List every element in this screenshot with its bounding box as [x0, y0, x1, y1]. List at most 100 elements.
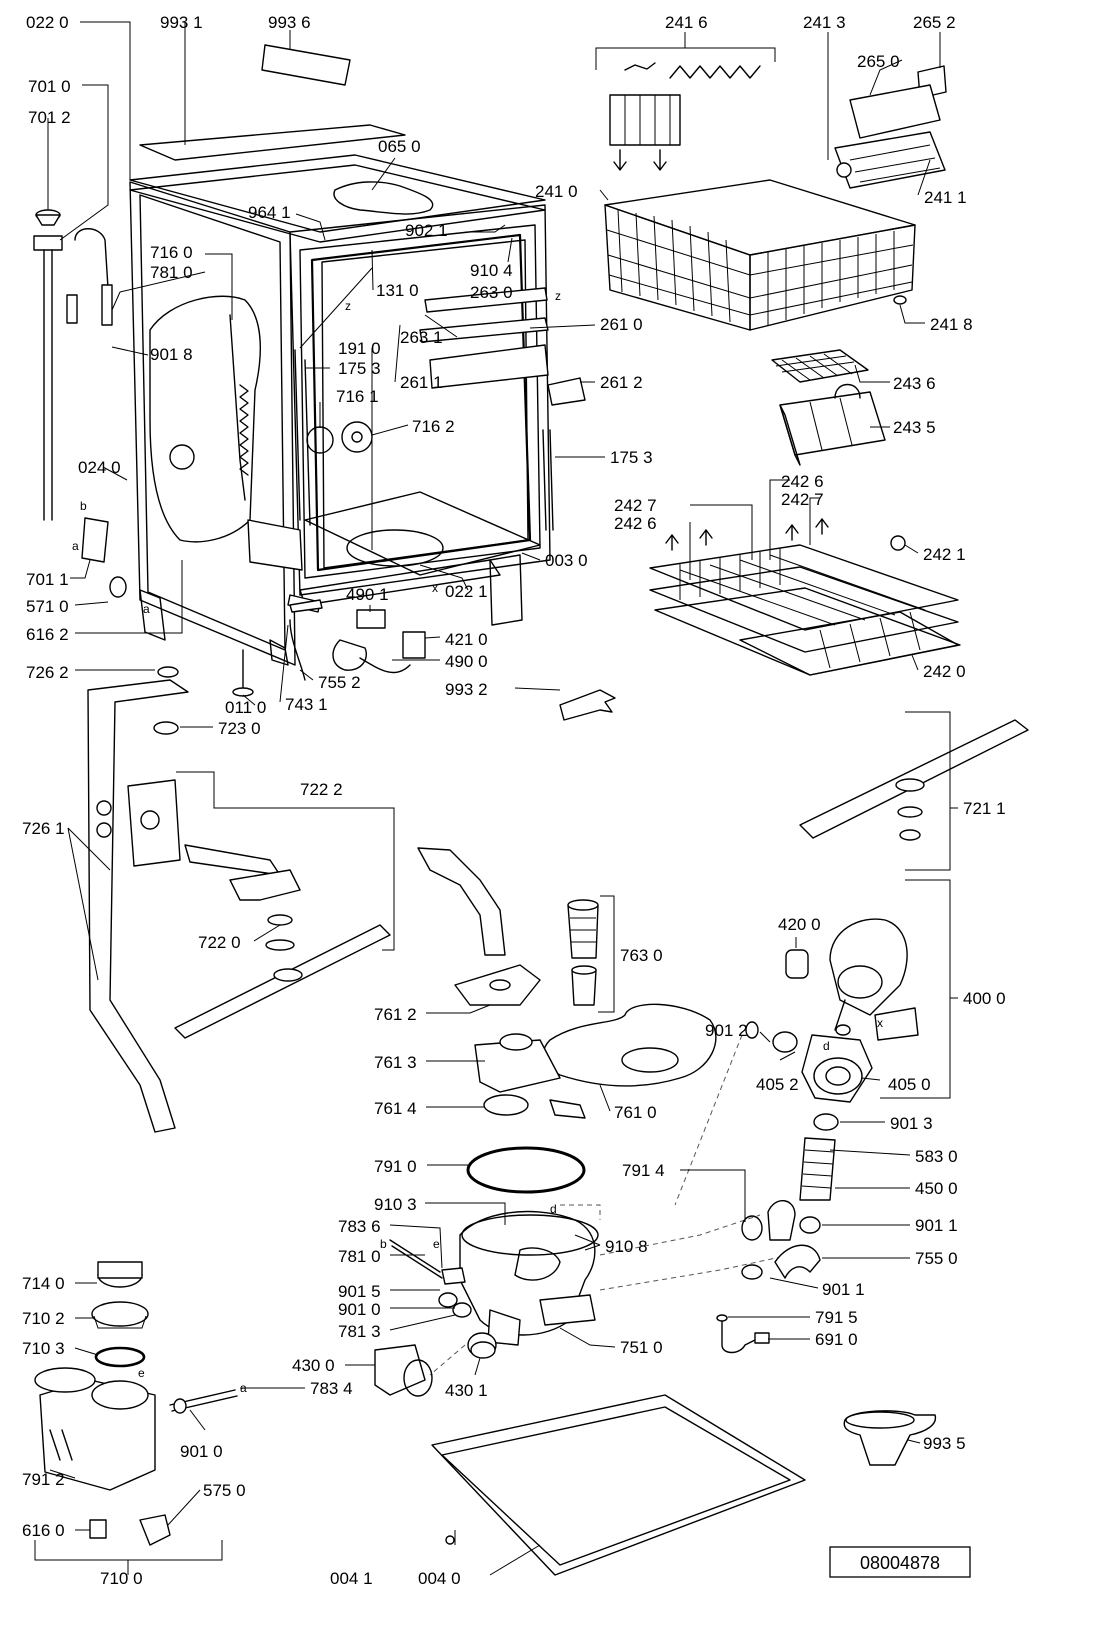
- cabinet-drawing: [129, 44, 616, 721]
- part-label-710-3: 710 3: [22, 1339, 65, 1358]
- letter-mark-d-1: d: [823, 1039, 830, 1053]
- letter-mark-e-2: e: [138, 1366, 145, 1380]
- part-label-901-8: 901 8: [150, 345, 193, 364]
- part-label-421-0: 421 0: [445, 630, 488, 649]
- part-label-910-3: 910 3: [374, 1195, 417, 1214]
- part-label-763-0: 763 0: [620, 946, 663, 965]
- part-label-571-0: 571 0: [26, 597, 69, 616]
- part-label-490-0: 490 0: [445, 652, 488, 671]
- part-label-701-2: 701 2: [28, 108, 71, 127]
- part-label-242-6-left: 242 6: [614, 514, 657, 533]
- funnel-drawing: [843, 1410, 937, 1466]
- part-label-575-0: 575 0: [203, 1481, 246, 1500]
- part-label-761-0: 761 0: [614, 1103, 657, 1122]
- letter-mark-a-3: a: [240, 1381, 247, 1395]
- part-label-241-0: 241 0: [535, 182, 578, 201]
- drain-hose-drawing: [716, 1113, 839, 1354]
- part-label-722-0: 722 0: [198, 933, 241, 952]
- part-label-175-3-right: 175 3: [610, 448, 653, 467]
- spray-pipe-drawing: [87, 666, 189, 1133]
- inlet-hose-drawing: [33, 209, 127, 598]
- part-label-710-2: 710 2: [22, 1309, 65, 1328]
- part-label-721-1: 721 1: [963, 799, 1006, 818]
- part-label-243-5: 243 5: [893, 418, 936, 437]
- part-label-791-2: 791 2: [22, 1470, 65, 1489]
- filter-assembly-drawing: [417, 847, 717, 1194]
- part-label-761-2: 761 2: [374, 1005, 417, 1024]
- part-label-430-0: 430 0: [292, 1356, 335, 1375]
- part-label-242-6-right: 242 6: [781, 472, 824, 491]
- part-label-261-1: 261 1: [400, 373, 443, 392]
- letter-mark-z-1: z: [345, 299, 351, 313]
- part-label-901-0-a: 901 0: [338, 1300, 381, 1319]
- reference-number: 08004878: [860, 1553, 940, 1573]
- part-label-011-0: 011 0: [225, 698, 266, 717]
- part-label-901-5: 901 5: [338, 1282, 381, 1301]
- part-label-791-0: 791 0: [374, 1157, 417, 1176]
- part-label-781-3: 781 3: [338, 1322, 381, 1341]
- part-label-993-2: 993 2: [445, 680, 488, 699]
- lower-basket-drawing: [649, 518, 961, 676]
- part-label-993-6: 993 6: [268, 13, 311, 32]
- part-label-710-0: 710 0: [100, 1569, 143, 1588]
- part-label-243-6: 243 6: [893, 374, 936, 393]
- letter-mark-b-1: b: [80, 499, 87, 513]
- part-label-964-1: 964 1: [248, 203, 291, 222]
- part-label-751-0: 751 0: [620, 1338, 663, 1357]
- part-label-743-1: 743 1: [285, 695, 328, 714]
- upper-spray-arm-drawing: [174, 771, 395, 1039]
- part-label-723-0: 723 0: [218, 719, 261, 738]
- part-label-902-1: 902 1: [405, 221, 448, 240]
- dispenser-drawing: [34, 1261, 238, 1561]
- part-label-726-1: 726 1: [22, 819, 65, 838]
- part-label-263-0: 263 0: [470, 283, 513, 302]
- part-label-901-1-a: 901 1: [915, 1216, 958, 1235]
- part-label-714-0: 714 0: [22, 1274, 65, 1293]
- part-label-004-1: 004 1: [330, 1569, 373, 1588]
- part-label-430-1: 430 1: [445, 1381, 488, 1400]
- letter-mark-d-2: d: [550, 1202, 557, 1216]
- part-label-716-1: 716 1: [336, 387, 379, 406]
- part-label-261-2: 261 2: [600, 373, 643, 392]
- part-label-265-2: 265 2: [913, 13, 956, 32]
- reference-number-box: 08004878: [829, 1546, 971, 1578]
- part-label-405-0: 405 0: [888, 1075, 931, 1094]
- part-label-490-1: 490 1: [346, 585, 389, 604]
- part-label-242-1: 242 1: [923, 545, 966, 564]
- part-label-616-2: 616 2: [26, 625, 69, 644]
- upper-basket-drawing: [595, 47, 947, 331]
- part-label-242-7-right: 242 7: [781, 490, 824, 509]
- part-label-755-0: 755 0: [915, 1249, 958, 1268]
- part-label-901-0-b: 901 0: [180, 1442, 223, 1461]
- part-label-065-0: 065 0: [378, 137, 421, 156]
- part-label-781-0-top: 781 0: [150, 263, 193, 282]
- part-label-263-1: 263 1: [400, 328, 443, 347]
- part-label-701-1: 701 1: [26, 570, 69, 589]
- part-label-791-5: 791 5: [815, 1308, 858, 1327]
- part-label-901-2: 901 2: [705, 1021, 748, 1040]
- part-label-241-1: 241 1: [924, 188, 967, 207]
- part-label-910-8: 910 8: [605, 1237, 648, 1256]
- part-label-583-0: 583 0: [915, 1147, 958, 1166]
- part-label-405-2: 405 2: [756, 1075, 799, 1094]
- letter-mark-z-2: z: [555, 289, 561, 303]
- sump-drawing: [374, 1034, 791, 1397]
- lower-spray-arm-drawing: [799, 711, 1029, 871]
- part-label-175-3-left: 175 3: [338, 359, 381, 378]
- part-label-722-2: 722 2: [300, 780, 343, 799]
- leader-lines: [47, 21, 958, 1576]
- part-label-420-0: 420 0: [778, 915, 821, 934]
- part-label-781-0-bottom: 781 0: [338, 1247, 381, 1266]
- part-label-024-0: 024 0: [78, 458, 121, 477]
- part-label-993-5: 993 5: [923, 1434, 966, 1453]
- part-label-191-0: 191 0: [338, 339, 381, 358]
- part-label-241-6: 241 6: [665, 13, 708, 32]
- part-label-004-0: 004 0: [418, 1569, 461, 1588]
- part-label-901-3: 901 3: [890, 1114, 933, 1133]
- letter-mark-e-1: e: [433, 1237, 440, 1251]
- part-label-791-4: 791 4: [622, 1161, 665, 1180]
- part-label-242-0: 242 0: [923, 662, 966, 681]
- part-label-003-0: 003 0: [545, 551, 588, 570]
